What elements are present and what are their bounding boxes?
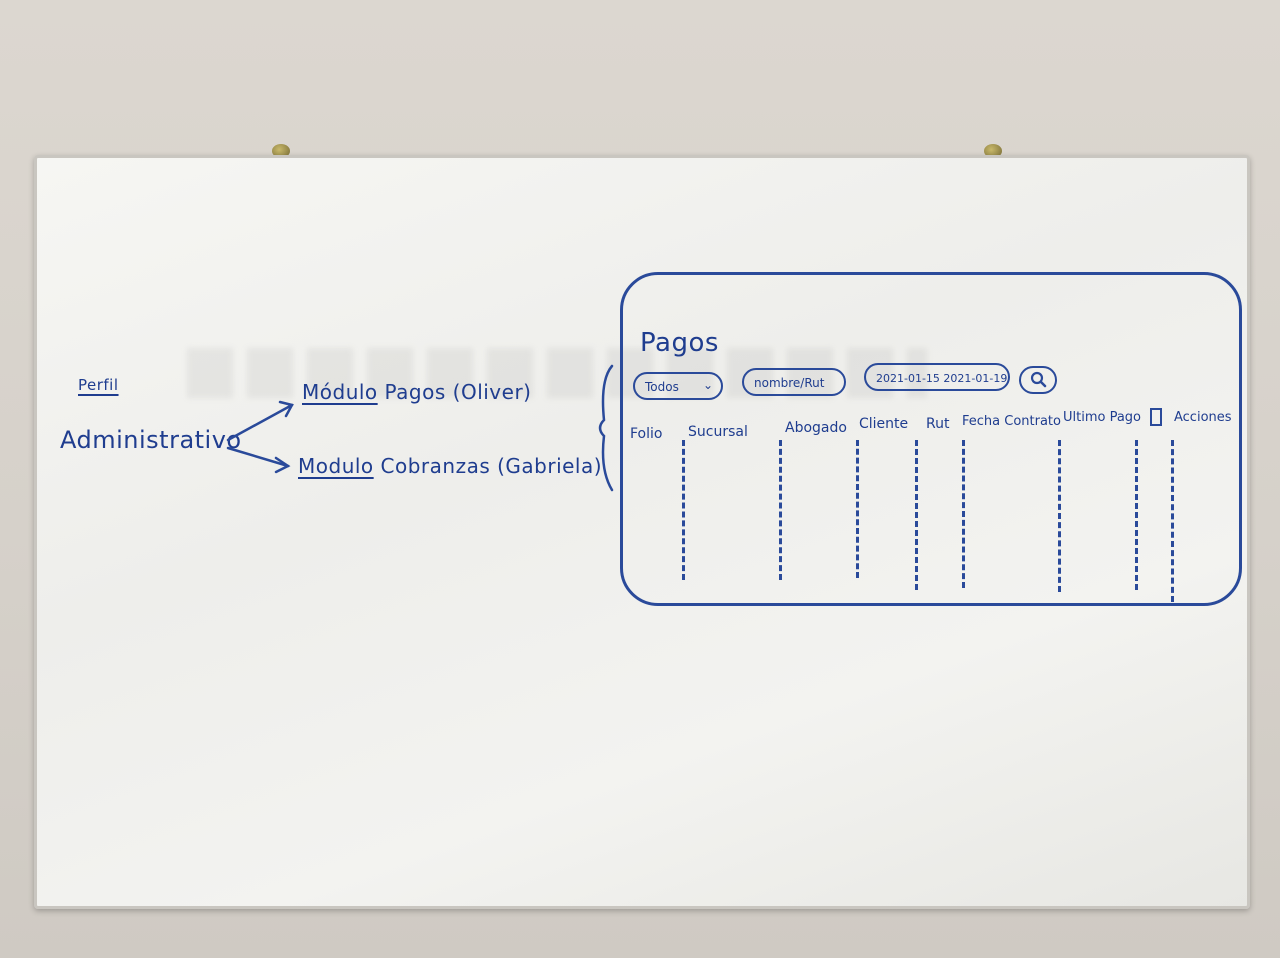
mockup-title: Pagos xyxy=(640,328,719,358)
column-header-acciones: Acciones xyxy=(1174,410,1232,425)
date-range-value: 2021-01-15 2021-01-19 xyxy=(876,372,1008,385)
mockup-frame xyxy=(620,272,1242,606)
filter-select[interactable]: Todos ⌄ xyxy=(633,372,723,400)
module-cobranzas-name: Modulo xyxy=(298,454,374,478)
column-divider xyxy=(1058,440,1061,592)
column-divider xyxy=(1171,440,1174,602)
column-header-ultimo-pago: Ultimo Pago xyxy=(1063,410,1142,425)
column-header-fecha-contrato: Fecha Contrato xyxy=(962,414,1061,429)
filter-select-value: Todos xyxy=(645,380,679,394)
column-header-abogado: Abogado xyxy=(785,420,847,436)
search-button[interactable] xyxy=(1019,366,1057,394)
module-pagos: Módulo Pagos (Oliver) xyxy=(302,382,531,402)
search-field[interactable]: nombre/Rut xyxy=(742,368,846,396)
column-divider xyxy=(1135,440,1138,590)
profile-role: Administrativo xyxy=(60,426,242,454)
search-field-value: nombre/Rut xyxy=(754,376,825,390)
column-header-rut: Rut xyxy=(926,416,950,432)
mounting-hook-right xyxy=(984,144,1002,158)
column-divider xyxy=(856,440,859,578)
column-divider xyxy=(962,440,965,588)
column-divider xyxy=(779,440,782,580)
date-range-field[interactable]: 2021-01-15 2021-01-19 xyxy=(864,363,1010,391)
module-cobranzas-title: Cobranzas (Gabriela) xyxy=(380,454,603,478)
module-pagos-title: Pagos (Oliver) xyxy=(384,380,532,404)
chevron-down-icon: ⌄ xyxy=(702,378,713,392)
column-header-cliente: Cliente xyxy=(859,416,909,432)
search-icon xyxy=(1030,371,1047,388)
column-header-folio: Folio xyxy=(630,426,663,442)
module-pagos-name: Módulo xyxy=(302,380,378,404)
column-divider xyxy=(682,440,685,580)
module-cobranzas: Modulo Cobranzas (Gabriela) xyxy=(298,456,602,476)
column-header-sucursal: Sucursal xyxy=(688,424,748,440)
row-select-checkbox[interactable] xyxy=(1150,408,1162,426)
profile-label: Perfil xyxy=(78,376,119,394)
erased-writing-residue xyxy=(187,348,927,398)
column-divider xyxy=(915,440,918,590)
mounting-hook-left xyxy=(272,144,290,158)
